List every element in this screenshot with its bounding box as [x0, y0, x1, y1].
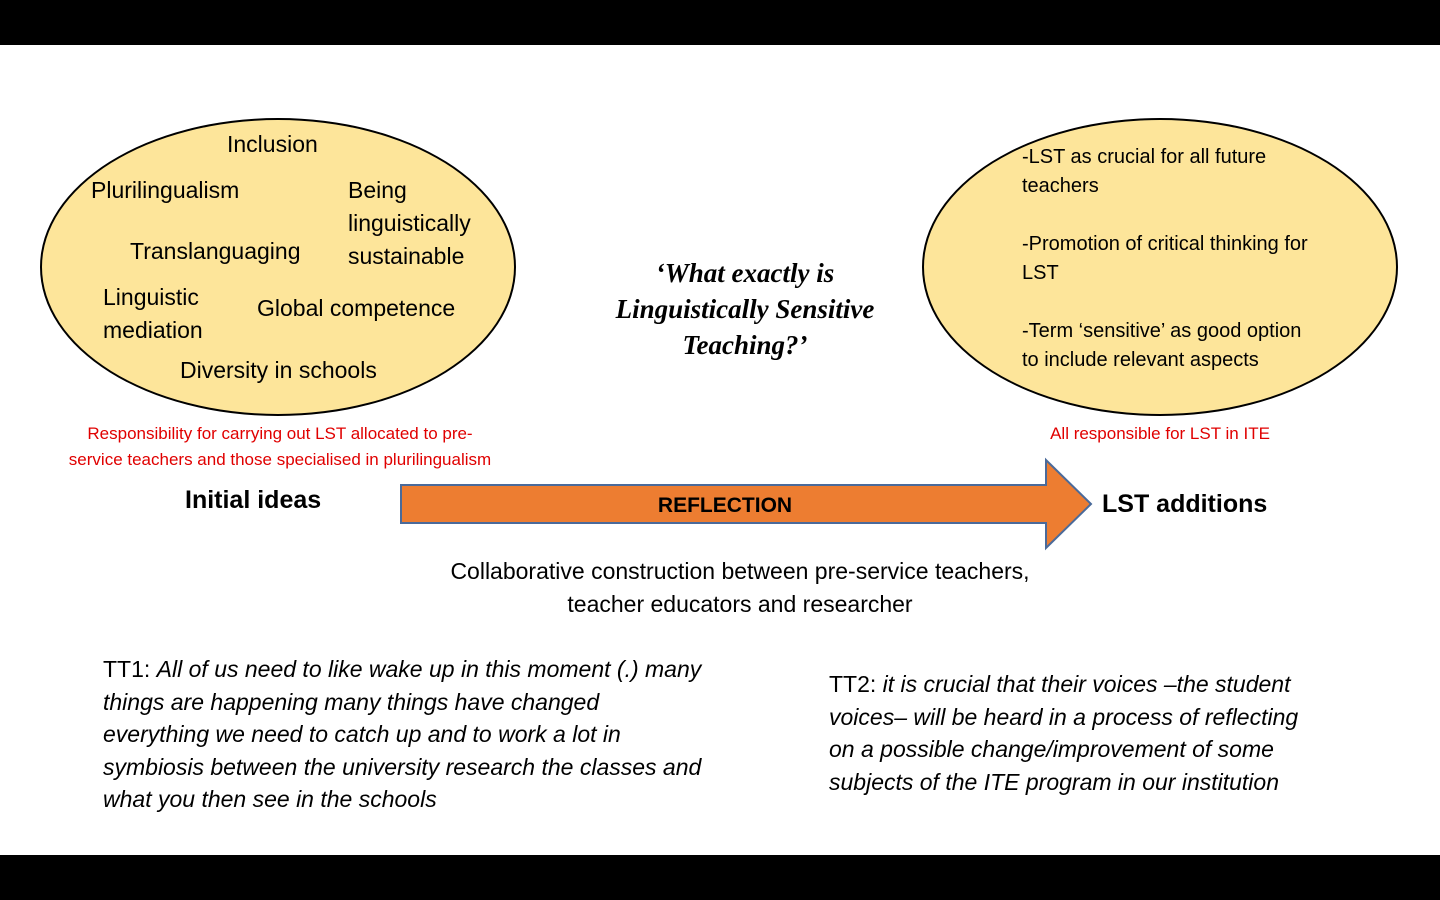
collab-line: Collaborative construction between pre-s…: [450, 558, 1030, 584]
idea-plurilingualism: Plurilingualism: [91, 177, 240, 203]
idea-being-line: Being: [348, 177, 407, 203]
idea-inclusion: Inclusion: [227, 131, 318, 157]
quote-tt1: TT1: All of us need to like wake up in t…: [103, 653, 701, 816]
quote-line: TT1: All of us need to like wake up in t…: [103, 653, 701, 686]
quote-line: symbiosis between the university researc…: [103, 753, 702, 780]
lst-additions-ellipse: [922, 118, 1398, 416]
idea-linguistic-line: Linguistic: [103, 284, 199, 310]
quote-line: everything we need to catch up and to wo…: [103, 721, 621, 747]
addition-line: -Term ‘sensitive’ as good option: [1022, 320, 1302, 342]
central-question: ‘What exactly is Linguistically Sensitiv…: [560, 255, 930, 363]
addition-line: -Promotion of critical thinking for: [1022, 233, 1308, 255]
initial-responsibility-note: Responsibility for carrying out LST allo…: [30, 421, 530, 473]
quote-text: All of us need to like wake up in this m…: [156, 656, 702, 682]
lst-additions-label: LST additions: [1102, 490, 1268, 518]
question-line: Teaching?’: [682, 330, 808, 360]
idea-translanguaging: Translanguaging: [130, 238, 301, 264]
quote-line: subjects of the ITE program in our insti…: [829, 768, 1279, 795]
quote-line: what you then see in the schools: [103, 786, 437, 812]
slide: Inclusion Plurilingualism Being linguist…: [0, 45, 1440, 855]
reflection-arrow-shape: [400, 457, 1093, 551]
quote-speaker: TT2:: [829, 671, 883, 697]
quote-line: on a possible change/improvement of some: [829, 736, 1274, 762]
reflection-arrow: [400, 457, 1093, 551]
initial-ideas-label: Initial ideas: [185, 486, 322, 514]
quote-line: things are happening many things have ch…: [103, 688, 600, 715]
question-line: ‘What exactly is: [655, 258, 835, 288]
collab-line: teacher educators and researcher: [567, 591, 913, 617]
collaboration-text: Collaborative construction between pre-s…: [340, 555, 1140, 621]
idea-being-linguistically-sustainable: Being linguistically sustainable: [348, 174, 471, 273]
addition-line: to include relevant aspects: [1022, 349, 1259, 371]
initial-ideas-ellipse: [40, 118, 516, 416]
idea-being-line: linguistically: [348, 210, 471, 236]
addition-item: -Term ‘sensitive’ as good option to incl…: [1022, 317, 1301, 375]
quote-tt2: TT2: it is crucial that their voices –th…: [829, 668, 1298, 798]
note-line: service teachers and those specialised i…: [68, 450, 492, 469]
addition-item: -Promotion of critical thinking for LST: [1022, 230, 1308, 288]
addition-line: LST: [1022, 262, 1059, 284]
idea-diversity-in-schools: Diversity in schools: [180, 357, 377, 383]
idea-being-line: sustainable: [348, 243, 465, 269]
reflection-label: REFLECTION: [657, 494, 793, 517]
idea-global-competence: Global competence: [257, 295, 456, 321]
quote-line: TT2: it is crucial that their voices –th…: [829, 668, 1298, 701]
quote-speaker: TT1:: [103, 656, 157, 682]
addition-line: teachers: [1022, 175, 1099, 197]
idea-linguistic-line: mediation: [103, 317, 203, 343]
additions-responsibility-note: All responsible for LST in ITE: [1050, 424, 1270, 443]
idea-linguistic-mediation: Linguistic mediation: [103, 281, 203, 347]
note-line: Responsibility for carrying out LST allo…: [87, 424, 473, 443]
question-line: Linguistically Sensitive: [615, 294, 875, 324]
quote-line: voices– will be heard in a process of re…: [829, 703, 1299, 730]
quote-text: it is crucial that their voices –the stu…: [882, 671, 1291, 697]
addition-line: -LST as crucial for all future: [1022, 146, 1267, 168]
addition-item: -LST as crucial for all future teachers: [1022, 143, 1266, 201]
